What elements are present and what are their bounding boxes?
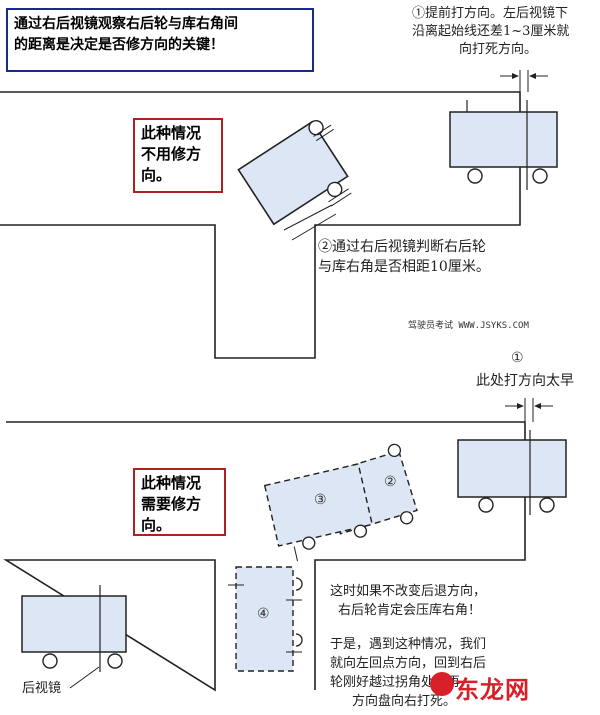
bottom-note-line1: 这时如果不改变后退方向， xyxy=(330,584,487,599)
bottom-mark1-text: 此处打方向太早 xyxy=(476,373,574,389)
title-line-1: 通过右后视镜观察右后轮与库右角间 xyxy=(14,16,238,32)
bottom-need-correction-box: 此种情况 需要修方 向。 xyxy=(133,468,226,536)
bottom-box-line1: 此种情况 xyxy=(141,474,202,492)
bottom-note-line2: 右后轮肯定会压库右角！ xyxy=(338,603,482,618)
top-box-line2: 不用修方 xyxy=(141,145,202,163)
top-dim-arrowhead-right xyxy=(529,73,536,79)
bottom-box-line2: 需要修方 xyxy=(141,495,202,513)
bottom-dim-arrowhead-right xyxy=(534,403,541,409)
logo-badge-icon xyxy=(430,672,454,696)
top-guide-line-2 xyxy=(291,213,337,241)
top-note2-line2: 与库右角是否相距10厘米。 xyxy=(318,259,490,275)
bottom-note-line6: 方向盘向右打死。 xyxy=(352,694,457,709)
bottom-left-car xyxy=(21,585,127,672)
bottom-car3-label: ③ xyxy=(314,492,327,508)
top-no-correction-box: 此种情况 不用修方 向。 xyxy=(133,118,223,193)
bottom-note-line3: 于是，遇到这种情况，我们 xyxy=(330,637,487,652)
top-note2-line1: ②通过右后视镜判断右后轮 xyxy=(318,239,486,255)
top-box-line3: 向。 xyxy=(141,166,172,184)
top-guide-line-1 xyxy=(283,204,333,231)
bottom-note-line5: 轮刚好越过拐角处，再 xyxy=(330,675,461,690)
top-note1-line2: 沿离起始线还差1~3厘米就 xyxy=(412,24,570,39)
top-note1-line3: 向打死方向。 xyxy=(459,42,538,57)
top-tilted-car xyxy=(237,119,352,226)
bottom-note-line4: 就向左回点方向，回到右后 xyxy=(330,656,487,671)
bottom-right-car xyxy=(457,430,567,515)
bottom-dim-arrowhead-left xyxy=(517,403,524,409)
title-box: 通过右后视镜观察右后轮与库右角间 的距离是决定是否修方向的关键！ xyxy=(6,8,314,72)
top-right-car xyxy=(449,100,558,190)
top-box-line1: 此种情况 xyxy=(141,124,202,142)
bottom-car4-label: ④ xyxy=(257,606,270,622)
top-note1-line1: ①提前打方向。左后视镜下 xyxy=(412,6,569,21)
watermark: 驾驶员考试 WWW.JSYKS.COM xyxy=(408,321,529,331)
site-logo: 东龙网 xyxy=(455,676,530,704)
mirror-label: 后视镜 xyxy=(22,681,62,696)
top-dim-arrowhead-left xyxy=(512,73,519,79)
title-line-2: 的距离是决定是否修方向的关键！ xyxy=(14,37,224,53)
bottom-box-line3: 向。 xyxy=(141,516,172,534)
bottom-car2-label: ② xyxy=(384,474,397,490)
mirror-pointer-line xyxy=(69,666,100,689)
bottom-car-4 xyxy=(228,566,303,672)
bottom-car-3 xyxy=(263,463,374,562)
bottom-mark1: ① xyxy=(511,350,524,366)
